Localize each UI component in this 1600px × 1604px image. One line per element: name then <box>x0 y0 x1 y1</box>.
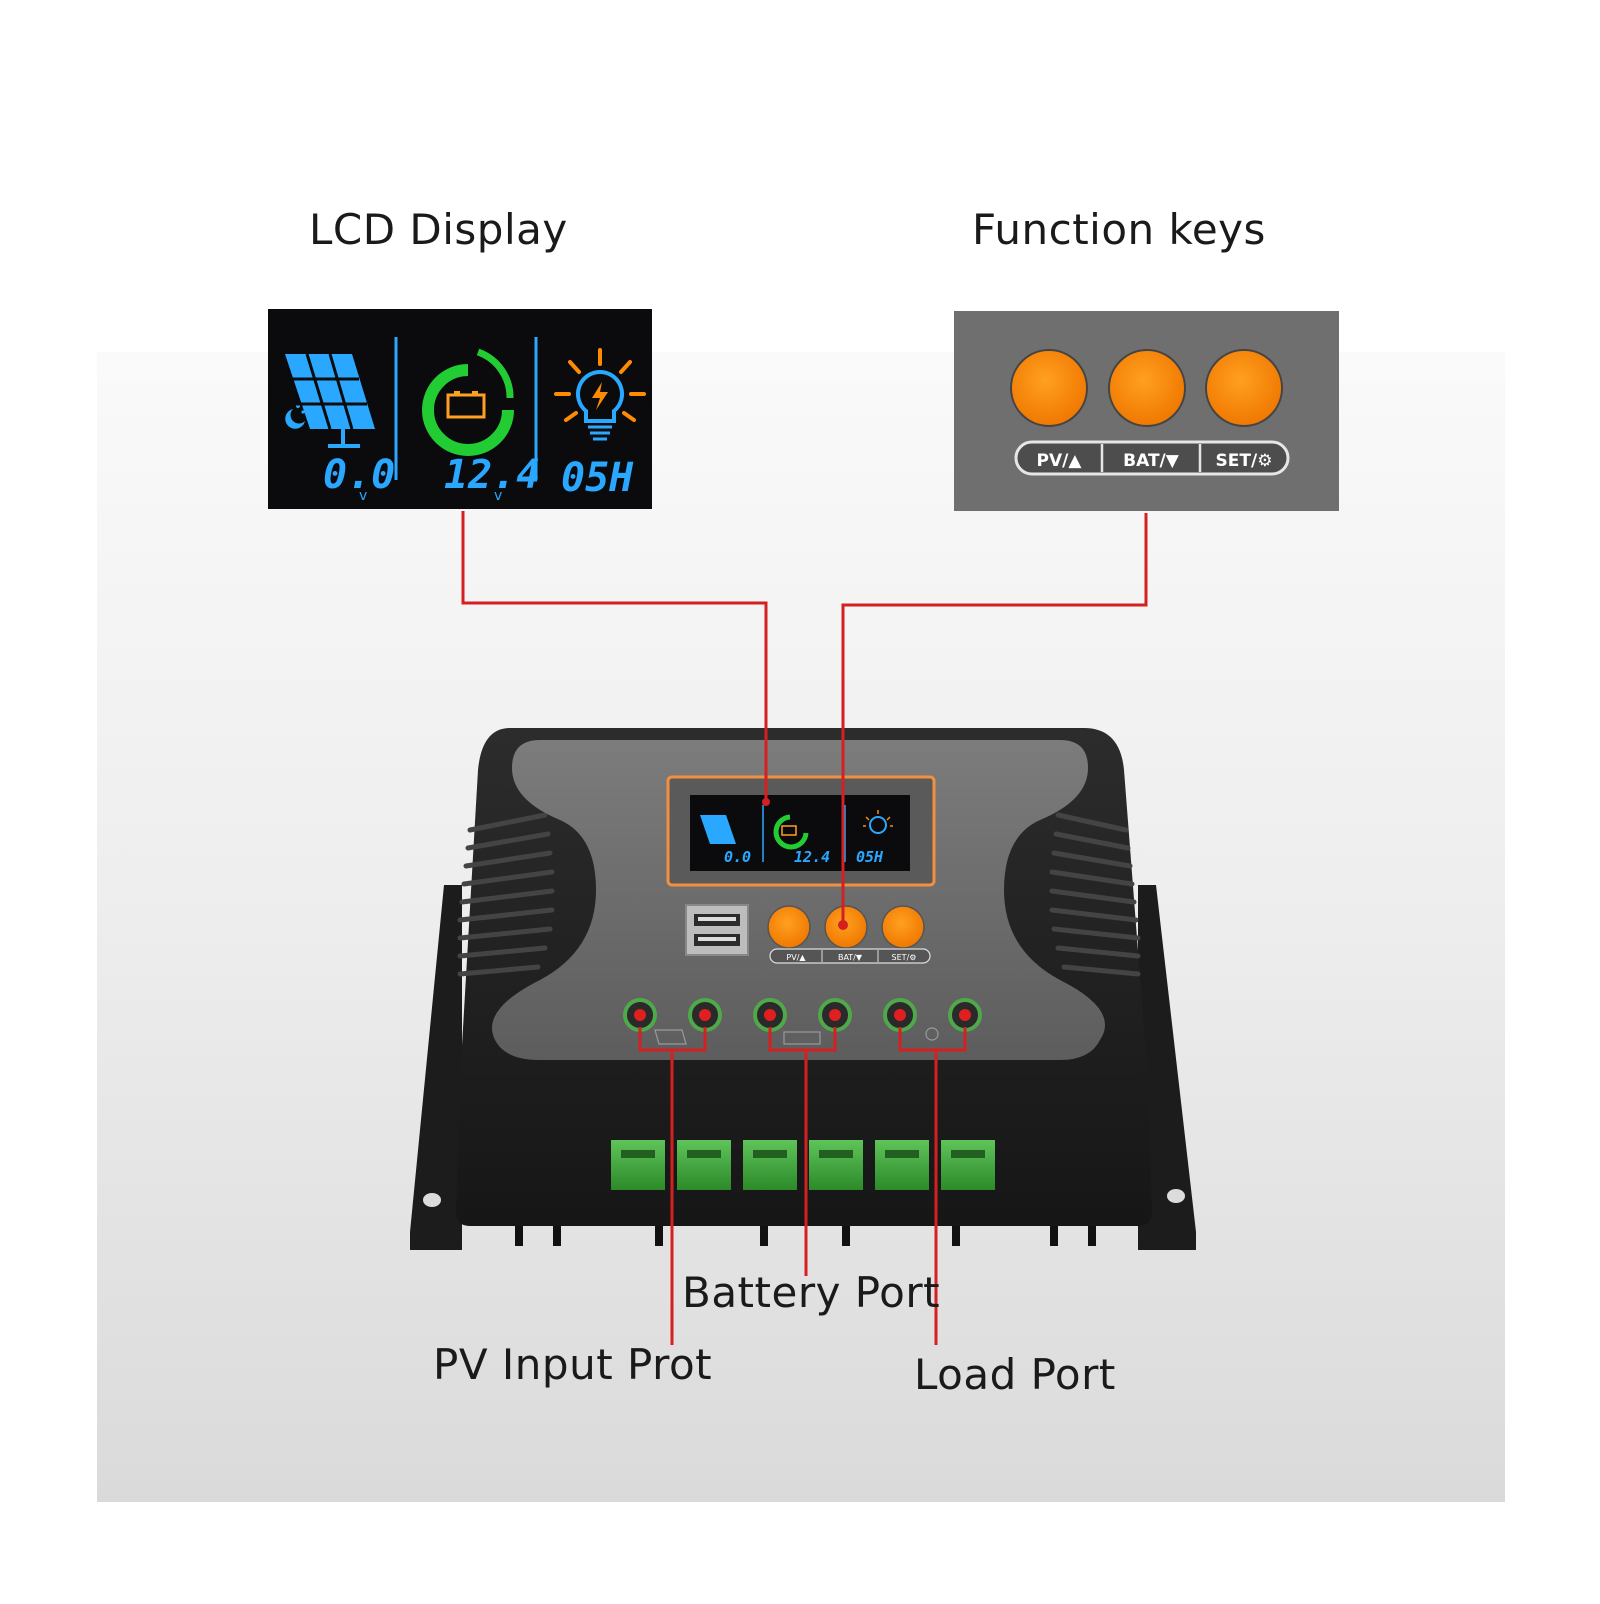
device-pv-key-label: PV/▲ <box>786 953 806 962</box>
pv-voltage-unit: v <box>359 488 367 504</box>
usb-port-icon[interactable] <box>685 904 749 956</box>
set-key[interactable] <box>1205 349 1283 427</box>
device-battery-readout: 12.4 <box>794 848 830 866</box>
battery-port-label: Battery Port <box>682 1268 941 1317</box>
battery-icon <box>422 348 514 456</box>
pv-key-label: PV/▲ <box>1037 451 1083 471</box>
device-set-key-label: SET/⚙ <box>892 953 917 962</box>
device-set-key[interactable] <box>881 905 925 949</box>
lcd-display-label: LCD Display <box>309 205 568 254</box>
device-pv-readout: 0.0 <box>724 848 751 866</box>
pv-up-key[interactable] <box>1010 349 1088 427</box>
lcd-zoom-panel: 0.0 v 12.4 v <box>268 309 652 509</box>
device-timer-readout: 05H <box>856 848 884 866</box>
battery-voltage-readout: 12.4 <box>444 452 540 498</box>
light-bulb-icon <box>554 348 646 441</box>
pv-voltage-readout: 0.0 <box>323 452 395 498</box>
load-port-label: Load Port <box>914 1350 1116 1399</box>
charge-controller-device: 0.0 12.4 05H PV/▲ BAT/▼ SET/⚙ <box>410 728 1196 1250</box>
bat-down-key[interactable] <box>1108 349 1186 427</box>
key-label-strip <box>1014 440 1290 476</box>
terminal-blocks <box>611 1140 995 1190</box>
bat-key-label: BAT/▼ <box>1123 451 1180 471</box>
pv-input-port-label: PV Input Prot <box>433 1340 713 1389</box>
callout-lines <box>461 511 1148 1345</box>
function-keys-zoom-panel: PV/▲ BAT/▼ SET/⚙ <box>954 311 1339 511</box>
solar-panel-icon <box>285 353 375 448</box>
load-timer-readout: 05H <box>561 455 634 501</box>
function-keys-label: Function keys <box>972 205 1266 254</box>
device-pv-key[interactable] <box>767 905 811 949</box>
battery-voltage-unit: v <box>494 488 502 504</box>
device-bat-key-label: BAT/▼ <box>838 953 863 962</box>
set-key-label: SET/⚙ <box>1216 451 1273 471</box>
